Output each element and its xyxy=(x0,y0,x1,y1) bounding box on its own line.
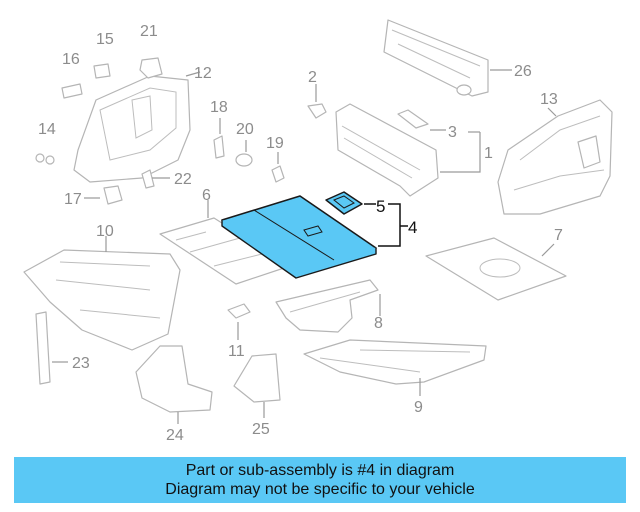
callout-24: 24 xyxy=(166,427,184,444)
part-15-clip xyxy=(93,63,111,79)
callout-14: 14 xyxy=(38,121,56,138)
leader-4-5 xyxy=(364,203,408,247)
part-20-clip xyxy=(235,140,253,167)
part-2-clip xyxy=(307,84,327,119)
callout-20: 20 xyxy=(236,121,254,138)
part-23-strip xyxy=(35,311,68,385)
callout-21: 21 xyxy=(140,23,158,40)
parts-diagram: 1 2 3 4 5 6 7 8 9 10 11 12 13 14 15 16 1… xyxy=(23,19,613,444)
callout-5: 5 xyxy=(376,197,385,216)
callout-26: 26 xyxy=(514,63,532,80)
part-9-lower-rail xyxy=(303,339,487,396)
callout-7: 7 xyxy=(554,227,563,244)
part-4-luggage-board xyxy=(221,195,377,279)
banner-line-2: Diagram may not be specific to your vehi… xyxy=(165,481,475,498)
part-5-cover xyxy=(325,191,363,215)
part-25-trim xyxy=(233,353,281,418)
callout-6: 6 xyxy=(202,187,211,204)
part-18-clip xyxy=(213,118,225,159)
callout-17: 17 xyxy=(64,191,82,208)
callout-3: 3 xyxy=(448,124,457,141)
part-26-cargo-cover xyxy=(383,19,512,97)
part-6-floor-board xyxy=(159,200,291,285)
part-17-clip xyxy=(84,185,123,205)
callout-8: 8 xyxy=(374,315,383,332)
callout-2: 2 xyxy=(308,69,317,86)
part-22-clip xyxy=(141,169,170,189)
callout-11: 11 xyxy=(228,343,245,360)
part-14-clip xyxy=(35,153,55,165)
part-8-cross-member xyxy=(275,279,381,333)
callout-25: 25 xyxy=(252,421,270,438)
callout-1: 1 xyxy=(484,145,493,162)
part-21-bracket xyxy=(139,57,163,79)
part-10-floor-carpet xyxy=(23,236,181,351)
part-1-rear-panel xyxy=(335,103,481,197)
part-13-right-quarter-trim xyxy=(497,99,613,215)
part-12-left-quarter-trim xyxy=(73,71,201,183)
part-19-clip xyxy=(271,152,285,183)
callout-10: 10 xyxy=(96,223,114,240)
part-24-side-trim xyxy=(135,345,213,424)
callout-18: 18 xyxy=(210,99,228,116)
callout-15: 15 xyxy=(96,31,114,48)
callout-13: 13 xyxy=(540,91,558,108)
part-7-mat xyxy=(425,237,567,301)
callout-9: 9 xyxy=(414,399,423,416)
callout-22: 22 xyxy=(174,171,192,188)
info-banner: Part or sub-assembly is #4 in diagram Di… xyxy=(14,457,626,503)
callout-12: 12 xyxy=(194,65,212,82)
callout-23: 23 xyxy=(72,355,90,372)
banner-line-1: Part or sub-assembly is #4 in diagram xyxy=(185,462,455,479)
callout-19: 19 xyxy=(266,135,284,152)
part-11-bracket xyxy=(227,303,251,340)
callout-4: 4 xyxy=(408,218,417,237)
callout-16: 16 xyxy=(62,51,80,68)
part-16-clip xyxy=(61,83,83,99)
